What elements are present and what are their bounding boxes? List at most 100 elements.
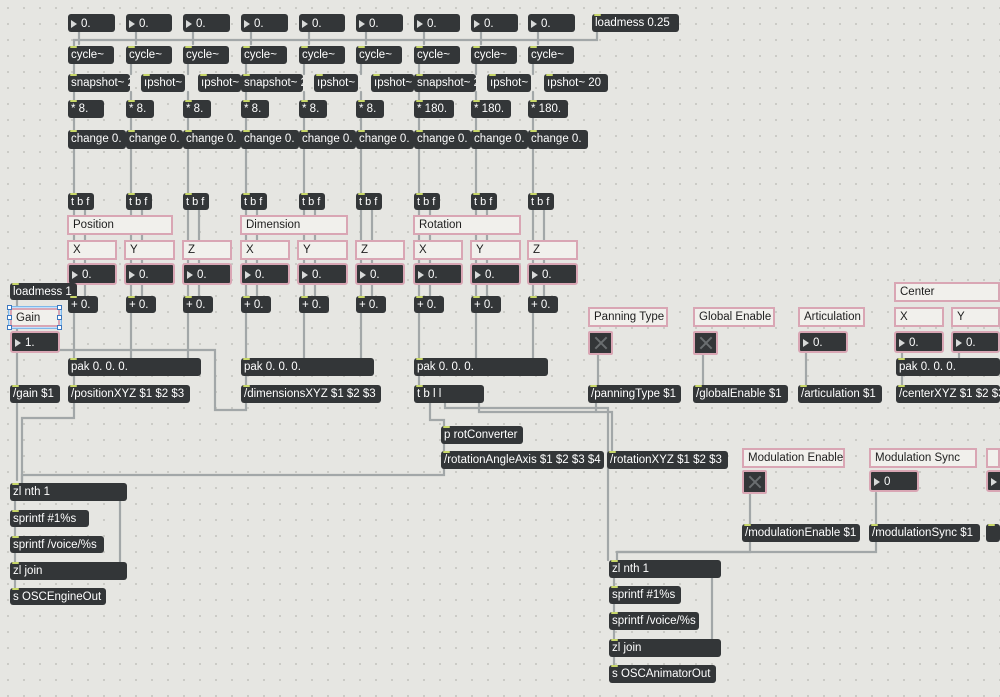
trigger-object-7[interactable]: t b f xyxy=(414,193,440,210)
global-enable-toggle[interactable] xyxy=(693,331,718,355)
loadmess-gain-object[interactable]: loadmess 1 xyxy=(10,283,77,300)
sprintf-1-object-left[interactable]: sprintf #1%s xyxy=(10,510,89,527)
change-object-1[interactable]: change 0. xyxy=(68,130,126,149)
dimension-x-number[interactable]: 0. xyxy=(240,263,290,285)
resize-handle-left[interactable] xyxy=(7,315,12,320)
float-number-9[interactable]: 0. xyxy=(528,14,575,32)
change-object-4[interactable]: change 0. xyxy=(241,130,299,149)
gain-message[interactable]: /gain $1 xyxy=(10,385,60,403)
zl-nth-object-left[interactable]: zl nth 1 xyxy=(10,483,127,501)
resize-handle-right[interactable] xyxy=(57,315,62,320)
float-number-1[interactable]: 0. xyxy=(68,14,115,32)
float-number-8[interactable]: 0. xyxy=(471,14,518,32)
articulation-message[interactable]: /articulation $1 xyxy=(798,385,882,403)
multiply-object-2[interactable]: * 8. xyxy=(126,100,154,118)
cycle-object-1[interactable]: cycle~ xyxy=(68,46,114,64)
trigger-object-5[interactable]: t b f xyxy=(299,193,325,210)
change-object-7[interactable]: change 0. xyxy=(414,130,471,149)
float-number-4[interactable]: 0. xyxy=(241,14,288,32)
cycle-object-6[interactable]: cycle~ xyxy=(356,46,402,64)
snapshot-object-3[interactable]: ıpshot~ xyxy=(198,74,241,92)
trigger-object-9[interactable]: t b f xyxy=(528,193,554,210)
cycle-object-4[interactable]: cycle~ xyxy=(241,46,287,64)
center-xyz-message[interactable]: /centerXYZ $1 $2 $3 xyxy=(896,385,1000,403)
float-number-2[interactable]: 0. xyxy=(126,14,172,32)
plus-object-7[interactable]: + 0. xyxy=(414,296,444,313)
float-number-6[interactable]: 0. xyxy=(356,14,403,32)
rotation-angle-axis-message[interactable]: /rotationAngleAxis $1 $2 $3 $4 xyxy=(441,451,604,469)
rotation-y-number[interactable]: 0. xyxy=(470,263,521,285)
dimensions-xyz-message[interactable]: /dimensionsXYZ $1 $2 $3 xyxy=(241,385,381,403)
multiply-object-9[interactable]: * 180. xyxy=(528,100,568,118)
snapshot-object-9[interactable]: ıpshot~ 20 xyxy=(544,74,608,92)
float-number-7[interactable]: 0. xyxy=(414,14,460,32)
rotation-z-number[interactable]: 0. xyxy=(527,263,578,285)
multiply-object-6[interactable]: * 8. xyxy=(356,100,384,118)
snapshot-object-2[interactable]: ıpshot~ 20 xyxy=(141,74,185,92)
plus-object-3[interactable]: + 0. xyxy=(183,296,213,313)
cycle-object-2[interactable]: cycle~ xyxy=(126,46,172,64)
snapshot-object-5[interactable]: ıpshot~ 20 xyxy=(314,74,358,92)
plus-object-8[interactable]: + 0. xyxy=(471,296,501,313)
cycle-object-9[interactable]: cycle~ xyxy=(528,46,574,64)
cycle-object-8[interactable]: cycle~ xyxy=(471,46,517,64)
articulation-number[interactable]: 0. xyxy=(798,331,848,353)
resize-handle-bottom-right[interactable] xyxy=(57,325,62,330)
cycle-object-3[interactable]: cycle~ xyxy=(183,46,229,64)
snapshot-object-7[interactable]: snapshot~ 20 xyxy=(414,74,476,92)
change-object-5[interactable]: change 0. xyxy=(299,130,356,149)
resize-handle-top-left[interactable] xyxy=(7,305,12,310)
position-xyz-message[interactable]: /positionXYZ $1 $2 $3 xyxy=(68,385,190,403)
trigger-object-8[interactable]: t b f xyxy=(471,193,497,210)
trigger-bll-object[interactable]: t b l l xyxy=(414,385,484,403)
plus-object-6[interactable]: + 0. xyxy=(356,296,386,313)
panning-type-message[interactable]: /panningType $1 xyxy=(588,385,681,403)
resize-handle-bottom-left[interactable] xyxy=(7,325,12,330)
zl-join-object-right[interactable]: zl join xyxy=(609,639,721,657)
change-object-9[interactable]: change 0. xyxy=(528,130,588,149)
plus-object-2[interactable]: + 0. xyxy=(126,296,156,313)
multiply-object-8[interactable]: * 180. xyxy=(471,100,511,118)
snapshot-object-4[interactable]: snapshot~ 20 xyxy=(241,74,303,92)
loadmess-object[interactable]: loadmess 0.25 xyxy=(592,14,679,32)
change-object-2[interactable]: change 0. xyxy=(126,130,183,149)
gain-number[interactable]: 1. xyxy=(10,331,60,353)
dimension-y-number[interactable]: 0. xyxy=(297,263,348,285)
rotation-x-number[interactable]: 0. xyxy=(413,263,463,285)
position-x-number[interactable]: 0. xyxy=(67,263,117,285)
rotation-xyz-message[interactable]: /rotationXYZ $1 $2 $3 xyxy=(607,451,728,469)
cycle-object-7[interactable]: cycle~ xyxy=(414,46,460,64)
zl-join-object-left[interactable]: zl join xyxy=(10,562,127,580)
gain-comment[interactable]: Gain xyxy=(9,307,61,328)
modulation-enable-toggle[interactable] xyxy=(742,470,767,494)
change-object-8[interactable]: change 0. xyxy=(471,130,528,149)
snapshot-object-1[interactable]: snapshot~ 20 xyxy=(68,74,130,92)
multiply-object-4[interactable]: * 8. xyxy=(241,100,269,118)
trigger-object-3[interactable]: t b f xyxy=(183,193,209,210)
global-enable-message[interactable]: /globalEnable $1 xyxy=(693,385,788,403)
pak-rotation-object[interactable]: pak 0. 0. 0. xyxy=(414,358,548,376)
resize-handle-top-right[interactable] xyxy=(57,305,62,310)
float-number-3[interactable]: 0. xyxy=(183,14,230,32)
pak-center-object[interactable]: pak 0. 0. 0. xyxy=(896,358,1000,376)
modulation-sync-message[interactable]: /modulationSync $1 xyxy=(869,524,980,542)
multiply-object-1[interactable]: * 8. xyxy=(68,100,104,118)
pak-dimension-object[interactable]: pak 0. 0. 0. xyxy=(241,358,374,376)
sprintf-voice-object-left[interactable]: sprintf /voice/%s xyxy=(10,536,104,553)
float-number-5[interactable]: 0. xyxy=(299,14,345,32)
trigger-object-1[interactable]: t b f xyxy=(68,193,94,210)
multiply-object-3[interactable]: * 8. xyxy=(183,100,211,118)
dimension-z-number[interactable]: 0. xyxy=(355,263,405,285)
position-y-number[interactable]: 0. xyxy=(124,263,175,285)
change-object-3[interactable]: change 0. xyxy=(183,130,241,149)
trigger-object-2[interactable]: t b f xyxy=(126,193,152,210)
partial-message[interactable] xyxy=(986,524,1000,542)
sprintf-1-object-right[interactable]: sprintf #1%s xyxy=(609,586,681,604)
change-object-6[interactable]: change 0. xyxy=(356,130,414,149)
modulation-sync-number[interactable]: 0 xyxy=(869,470,919,492)
partial-number[interactable] xyxy=(986,470,1000,492)
pak-position-object[interactable]: pak 0. 0. 0. xyxy=(68,358,201,376)
cycle-object-5[interactable]: cycle~ xyxy=(299,46,345,64)
zl-nth-object-right[interactable]: zl nth 1 xyxy=(609,560,721,578)
plus-object-9[interactable]: + 0. xyxy=(528,296,558,313)
